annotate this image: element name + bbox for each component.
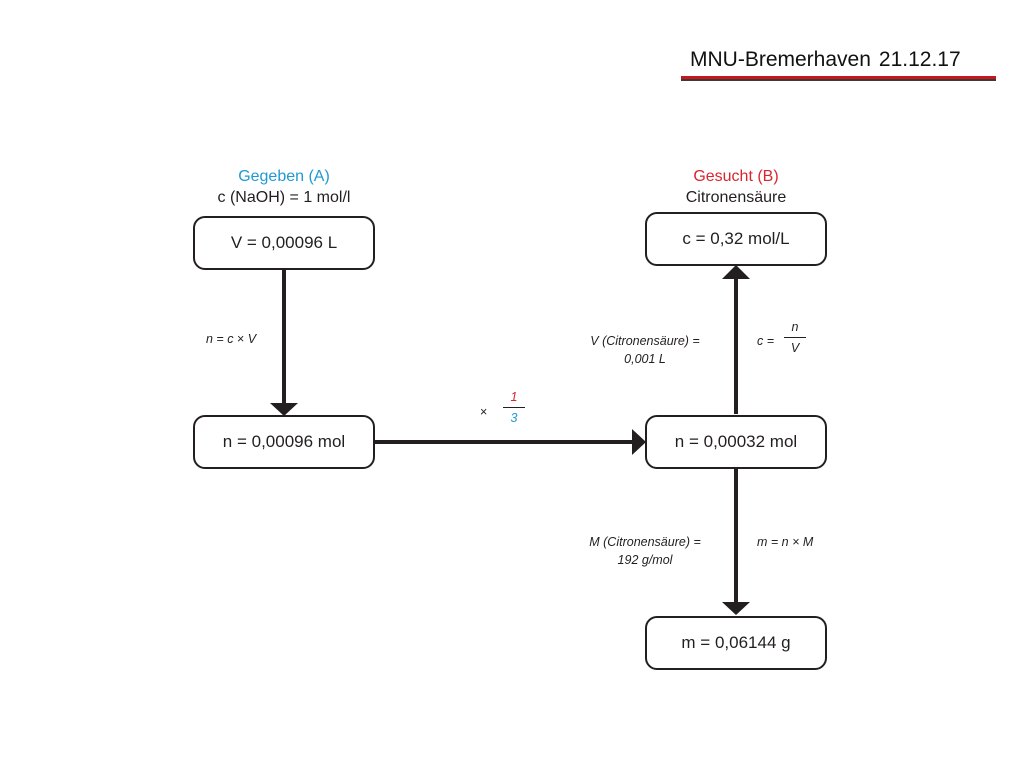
node-mass-text: m = 0,06144 g	[681, 633, 791, 652]
given-molar-mass-citric-acid: M (Citronensäure) = 192 g/mol	[575, 533, 715, 569]
node-concentration-text: c = 0,32 mol/L	[682, 229, 790, 248]
header-org: MNU-Bremerhaven	[690, 48, 871, 71]
node-moles-a: n = 0,00096 mol	[193, 415, 375, 469]
formula-c-fraction-bar	[784, 337, 806, 338]
sought-heading: Gesucht (B) Citronensäure	[645, 166, 827, 208]
arrow-moles-b-to-concentration	[722, 265, 750, 414]
node-moles-a-text: n = 0,00096 mol	[222, 432, 346, 451]
ratio-denominator: 3	[510, 411, 518, 425]
formula-m-equals-n-times-m: m = n × M	[757, 533, 813, 551]
formula-n-lhs: n = c	[206, 332, 234, 346]
molar-mass-line1: M (Citronensäure) =	[589, 535, 701, 549]
formula-n-rhs: V	[247, 332, 257, 346]
arrow-moles-a-to-moles-b	[374, 429, 646, 455]
arrow-moles-b-to-mass	[722, 469, 750, 615]
formula-c-fraction: n V	[784, 320, 806, 355]
given-sub: c (NaOH) = 1 mol/l	[217, 189, 351, 206]
formula-c-denominator: V	[790, 341, 800, 355]
node-concentration: c = 0,32 mol/L	[645, 212, 827, 266]
given-volume-line2: 0,001 L	[624, 352, 666, 366]
formula-n-equals-c-times-v: n = c × V	[206, 330, 256, 348]
molar-mass-line2: 192 g/mol	[617, 553, 673, 567]
header-underline	[681, 76, 996, 81]
formula-c-numerator: n	[791, 320, 799, 334]
ratio-numerator: 1	[510, 390, 518, 404]
node-mass: m = 0,06144 g	[645, 616, 827, 670]
arrow-volume-to-moles	[270, 270, 298, 416]
header-date: 21.12.17	[878, 48, 961, 71]
node-volume: V = 0,00096 L	[193, 216, 375, 270]
given-heading: Gegeben (A) c (NaOH) = 1 mol/l	[193, 166, 375, 208]
node-volume-text: V = 0,00096 L	[230, 233, 338, 252]
ratio-times-sign: ×	[480, 403, 487, 421]
slide-header: MNU-Bremerhaven 21.12.17	[690, 48, 961, 72]
ratio-fraction: 1 3	[503, 390, 525, 425]
sought-sub: Citronensäure	[685, 189, 787, 206]
ratio-fraction-bar	[503, 407, 525, 408]
given-volume-citric-acid: V (Citronensäure) = 0,001 L	[575, 332, 715, 368]
formula-n-times: ×	[236, 332, 245, 346]
sought-label: Gesucht (B)	[693, 168, 779, 185]
ratio-times: ×	[480, 405, 488, 419]
node-moles-b-text: n = 0,00032 mol	[674, 432, 798, 451]
given-label: Gegeben (A)	[238, 168, 330, 185]
given-volume-line1: V (Citronensäure) =	[590, 334, 700, 348]
node-moles-b: n = 0,00032 mol	[645, 415, 827, 469]
formula-c-lhs-wrap: c =	[757, 332, 774, 350]
formula-m-text: m = n × M	[757, 535, 814, 549]
formula-c-lhs: c =	[757, 334, 775, 348]
